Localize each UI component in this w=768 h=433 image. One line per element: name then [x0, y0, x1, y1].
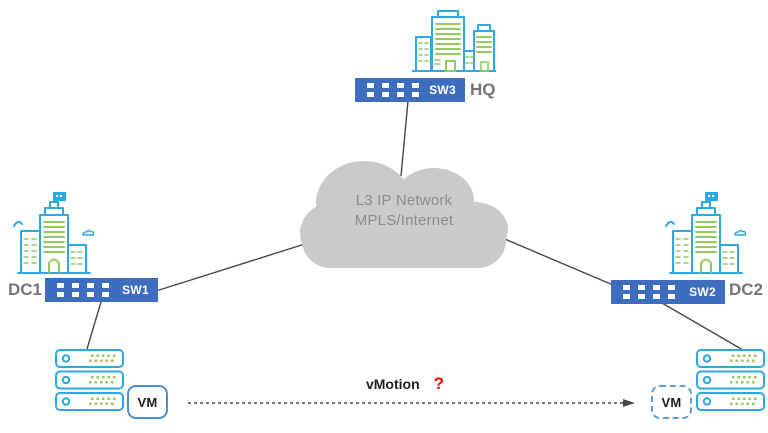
switch-sw1: SW1 — [45, 278, 158, 302]
dc1-site-label: DC1 — [8, 280, 43, 299]
cloud-icon — [300, 161, 508, 268]
switch-sw1-label: SW1 — [122, 283, 149, 297]
connector-sw2-server — [661, 302, 744, 351]
switch-ports-icon — [367, 83, 419, 97]
dc2-vm-label: VM — [661, 394, 682, 410]
cloud-label: L3 IP Network MPLS/Internet — [298, 191, 510, 231]
hq-site-label: HQ — [470, 80, 496, 99]
switch-sw2: SW2 — [611, 280, 725, 304]
vmotion-label: vMotion — [365, 376, 420, 392]
hq-building-icon — [412, 10, 496, 72]
switch-ports-icon — [57, 283, 109, 297]
dc1-building-icon — [13, 191, 95, 274]
wan-cloud: L3 IP Network MPLS/Internet — [298, 151, 510, 271]
connector-sw2-cloud — [499, 236, 614, 286]
switch-sw3-label: SW3 — [429, 83, 456, 97]
arrowhead — [623, 399, 635, 407]
vmotion-annotation: vMotion ? — [330, 374, 480, 394]
dc1-vm-label: VM — [137, 394, 158, 410]
dc1-server-rack-icon — [55, 349, 125, 411]
dc2-vm-box: VM — [651, 385, 692, 419]
switch-ports-icon — [623, 285, 675, 299]
cloud-label-line2: MPLS/Internet — [354, 212, 454, 229]
switch-sw3: SW3 — [355, 78, 465, 102]
dc2-site-label: DC2 — [729, 280, 764, 299]
connector-sw1-cloud — [155, 242, 309, 292]
dc2-building-icon — [665, 191, 747, 274]
question-mark: ? — [433, 374, 445, 393]
switch-sw2-label: SW2 — [689, 285, 716, 299]
dc1-vm-box: VM — [127, 385, 168, 419]
connector-sw3-cloud — [400, 100, 409, 177]
connector-sw1-server — [86, 301, 102, 350]
dc2-server-rack-icon — [696, 349, 766, 411]
cloud-label-line1: L3 IP Network — [355, 192, 453, 209]
